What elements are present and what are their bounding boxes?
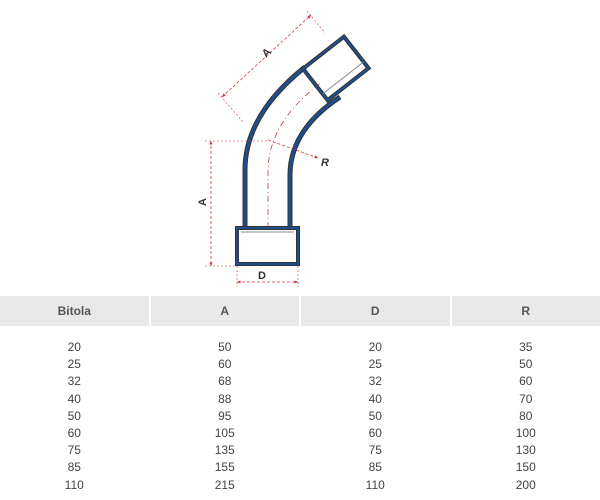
cell-d: 50 bbox=[368, 408, 382, 423]
dimension-a-top bbox=[217, 10, 326, 123]
cell-a: 88 bbox=[218, 391, 232, 406]
cell-bitola: 32 bbox=[67, 374, 81, 389]
cell-bitola: 75 bbox=[67, 443, 81, 458]
cell-r: 35 bbox=[519, 340, 533, 354]
cell-a: 215 bbox=[214, 477, 235, 492]
table-row: 25 60 25 50 bbox=[0, 356, 600, 373]
cell-bitola: 50 bbox=[67, 408, 81, 423]
table-row: 85 155 85 150 bbox=[0, 459, 600, 476]
dimension-a-side bbox=[205, 140, 268, 267]
cell-r: 200 bbox=[515, 477, 536, 492]
dimension-table: Bitola A D R 20 50 20 35 25 60 25 50 32 … bbox=[0, 296, 600, 494]
label-a-side: A bbox=[197, 198, 209, 206]
cell-a: 50 bbox=[218, 340, 232, 354]
cell-a: 135 bbox=[214, 443, 235, 458]
cell-d: 110 bbox=[365, 477, 385, 492]
table-row: 75 135 75 130 bbox=[0, 442, 600, 459]
bottom-socket bbox=[235, 226, 300, 266]
cell-a: 105 bbox=[214, 425, 235, 440]
top-socket bbox=[300, 33, 372, 103]
table-row: 20 50 20 35 bbox=[0, 339, 600, 356]
cell-r: 130 bbox=[515, 443, 536, 458]
cell-bitola: 40 bbox=[67, 391, 81, 406]
cell-r: 60 bbox=[519, 374, 533, 389]
cell-bitola: 110 bbox=[64, 477, 84, 492]
table-body: 20 50 20 35 25 60 25 50 32 68 32 60 40 8… bbox=[0, 339, 600, 494]
dimension-d bbox=[236, 266, 299, 287]
table-row: 50 95 50 80 bbox=[0, 408, 600, 425]
cell-a: 68 bbox=[218, 374, 232, 389]
table-row: 110 215 110 200 bbox=[0, 477, 600, 494]
cell-bitola: 25 bbox=[67, 357, 81, 372]
cell-a: 155 bbox=[214, 460, 235, 475]
label-r: R bbox=[321, 157, 329, 169]
cell-a: 60 bbox=[218, 357, 232, 372]
cell-r: 100 bbox=[515, 425, 536, 440]
curve-technical-drawing: A A R D bbox=[197, 10, 372, 287]
cell-d: 75 bbox=[368, 443, 382, 458]
table-row: 40 88 40 70 bbox=[0, 391, 600, 408]
cell-bitola: 60 bbox=[67, 425, 81, 440]
label-d: D bbox=[258, 270, 266, 282]
cell-d: 32 bbox=[368, 374, 382, 389]
cell-bitola: 85 bbox=[67, 460, 81, 475]
cell-d: 25 bbox=[368, 357, 382, 372]
header-d: D bbox=[301, 296, 450, 326]
header-a: A bbox=[150, 296, 299, 326]
header-r: R bbox=[451, 296, 600, 326]
dimension-r bbox=[267, 139, 319, 159]
cell-bitola: 20 bbox=[67, 340, 81, 354]
cell-a: 95 bbox=[218, 408, 232, 423]
cell-d: 85 bbox=[368, 460, 382, 475]
cell-r: 50 bbox=[519, 357, 533, 372]
cell-d: 20 bbox=[368, 340, 382, 354]
cell-d: 40 bbox=[368, 391, 382, 406]
cell-d: 60 bbox=[368, 425, 382, 440]
label-a-top: A bbox=[260, 46, 274, 60]
table-header: Bitola A D R bbox=[0, 296, 600, 326]
cell-r: 150 bbox=[515, 460, 536, 475]
table-row: 32 68 32 60 bbox=[0, 373, 600, 390]
header-bitola: Bitola bbox=[0, 296, 149, 326]
cell-r: 70 bbox=[519, 391, 533, 406]
table-row: 60 105 60 100 bbox=[0, 425, 600, 442]
cell-r: 80 bbox=[519, 408, 533, 423]
